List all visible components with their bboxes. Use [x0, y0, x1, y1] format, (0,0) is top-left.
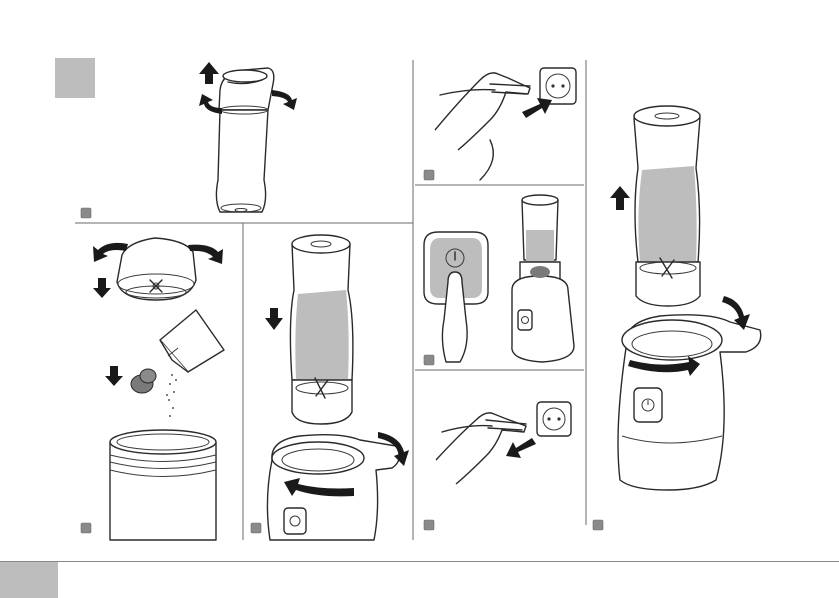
illustration-powder-stream	[166, 374, 177, 417]
arrow-down-icon	[93, 278, 111, 298]
footer-tab	[0, 562, 58, 598]
page-footer	[0, 561, 839, 598]
rotate-arrow-left-icon	[199, 94, 222, 114]
section-header-block	[55, 58, 95, 98]
illustration-wall-socket-unplug	[537, 402, 571, 436]
step-marker-press	[424, 355, 434, 365]
illustration-bottle-with-lid	[216, 68, 273, 212]
arrow-left-icon	[506, 438, 536, 458]
illustration-blade-unit	[117, 238, 196, 300]
step-marker-mount	[251, 523, 261, 533]
step-marker-plug-in	[424, 170, 434, 180]
illustration-open-bottle	[110, 430, 216, 540]
arrow-right-icon	[522, 98, 552, 118]
step-marker-remove-lid	[81, 208, 91, 218]
rotate-arrow-right-icon	[272, 90, 297, 110]
illustration-blender-assembled	[512, 195, 574, 362]
illustration-inverted-bottle	[290, 235, 353, 424]
illustration-hand-holding-plug	[435, 73, 530, 180]
step-marker-unplug	[424, 520, 434, 530]
step-marker-remove-bottle	[593, 520, 603, 530]
illustration-large-motor-base	[618, 315, 761, 490]
illustration-bottle-removed	[634, 106, 700, 306]
illustration-ingredient-carton	[160, 310, 224, 372]
arrow-down-mount-icon	[265, 308, 283, 330]
arrow-down-ingredients-icon	[105, 366, 123, 386]
illustration-berries	[131, 369, 156, 393]
arrow-up-remove-icon	[610, 186, 630, 210]
arrow-up-icon	[199, 62, 219, 84]
step-marker-fill	[81, 523, 91, 533]
illustration-wall-socket-plug-in	[540, 68, 576, 104]
